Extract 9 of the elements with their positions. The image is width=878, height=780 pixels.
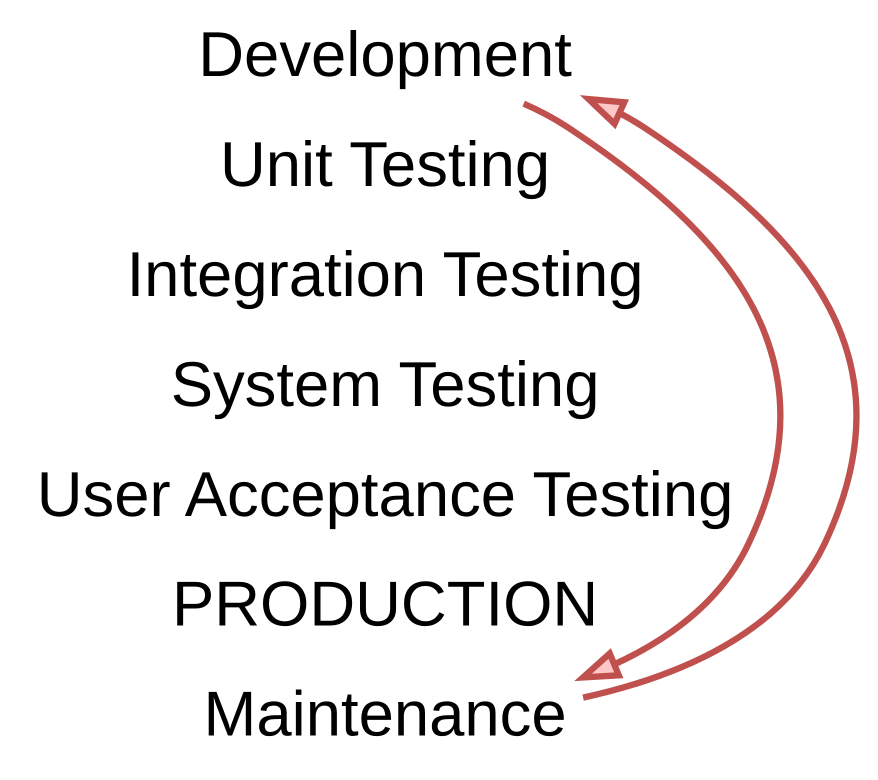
node-text: PRODUCTION: [172, 570, 598, 640]
arrow: [580, 95, 860, 701]
node-text: System Testing: [170, 350, 600, 420]
node-text: Development: [198, 20, 572, 90]
node-text: User Acceptance Testing: [36, 460, 734, 530]
arrow: [522, 100, 784, 682]
node-text: Integration Testing: [126, 240, 644, 310]
node-text: Unit Testing: [220, 130, 550, 200]
node-text: Maintenance: [204, 680, 567, 750]
